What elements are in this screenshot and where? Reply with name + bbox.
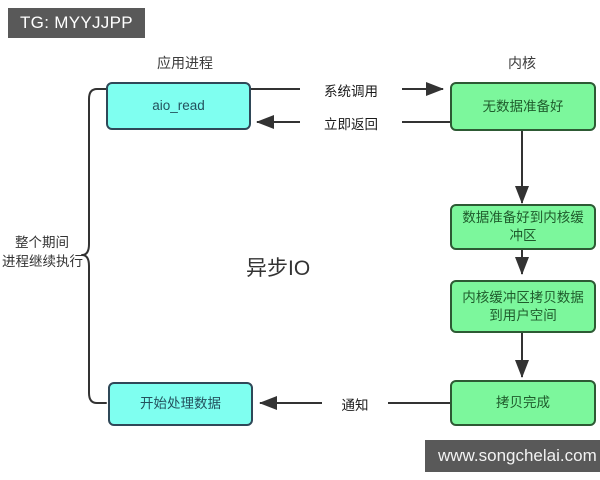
brace-label-line-2: 进程继续执行 — [2, 254, 83, 269]
brace-label: 整个期间 进程继续执行 — [2, 233, 83, 271]
node-start-process-data[interactable]: 开始处理数据 — [108, 382, 253, 426]
edge-label-notify: 通知 — [322, 394, 388, 414]
column-header-kernel: 内核 — [508, 55, 536, 71]
edge-label-syscall: 系统调用 — [300, 80, 402, 100]
node-aio-read[interactable]: aio_read — [106, 82, 251, 130]
node-copy-complete[interactable]: 拷贝完成 — [450, 380, 596, 426]
node-data-ready-kernel-buffer[interactable]: 数据准备好到内核缓冲区 — [450, 204, 596, 250]
duration-brace — [81, 88, 107, 404]
diagram-title: 异步IO — [246, 257, 311, 280]
node-kernel-buffer-to-user-space[interactable]: 内核缓冲区拷贝数据到用户空间 — [450, 280, 596, 333]
tag-badge: TG: MYYJJPP — [8, 8, 145, 38]
column-header-application: 应用进程 — [157, 55, 213, 71]
edge-label-return-immediately: 立即返回 — [300, 113, 402, 133]
brace-label-line-1: 整个期间 — [15, 235, 69, 250]
watermark: www.songchelai.com — [425, 440, 600, 472]
node-no-data-ready[interactable]: 无数据准备好 — [450, 82, 596, 131]
